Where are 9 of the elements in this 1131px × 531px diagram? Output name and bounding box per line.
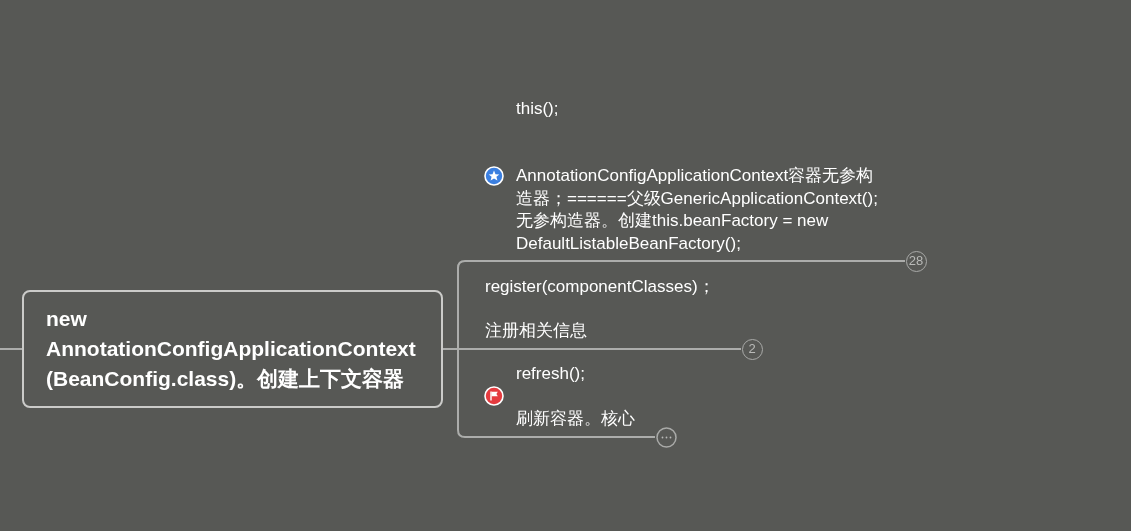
title-text: new AnnotationConfigApplicationContext (BeanConfig.class)。创建上下文容器	[46, 306, 417, 392]
title-text: this();	[516, 98, 559, 120]
note-text: 刷新容器。核心	[516, 408, 635, 430]
note-text: 注册相关信息	[485, 320, 587, 342]
title-text: refresh();	[516, 363, 585, 385]
root-topic-box	[22, 290, 443, 408]
branch-line	[0, 348, 23, 350]
title-text: register(componentClasses)；	[485, 276, 715, 298]
note-text: AnnotationConfigApplicationContext容器无参构造器；======父级GenericApplicationContext();无参构造器。创建this.beanFactory = new DefaultListableBeanFactory();	[516, 165, 879, 255]
